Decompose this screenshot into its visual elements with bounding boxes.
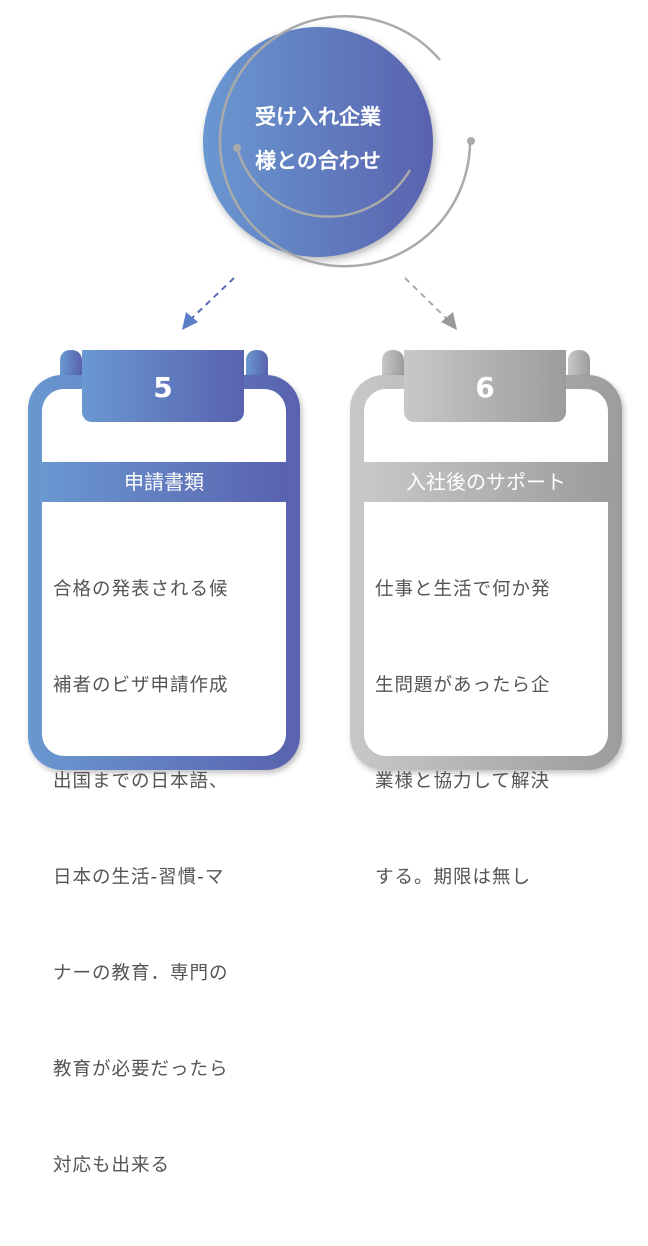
body-line: 出国までの日本語、 (53, 771, 229, 792)
arc-end-dot (233, 144, 241, 152)
arc-end-dot (467, 137, 475, 145)
card-title: 入社後のサポート (362, 462, 610, 502)
step-number: 6 (404, 350, 566, 422)
step-number: 5 (82, 350, 244, 422)
card-frame (28, 375, 300, 770)
body-line: 生問題があったら企 (375, 675, 551, 696)
arrow-left-line (191, 277, 235, 319)
body-line: する。期限は無し (375, 867, 532, 888)
card-body: 仕事と生活で何か発 生問題があったら企 業様と協力して解決 する。期限は無し (375, 510, 551, 958)
arrow-left-head-icon (182, 312, 198, 330)
body-line: 補者のビザ申請作成 (53, 675, 229, 696)
body-line: 対応も出来る (53, 1155, 171, 1176)
body-line: 業様と協力して解決 (375, 771, 550, 792)
body-line: ナーの教育．専門の (53, 963, 229, 984)
center-title-line2: 様との合わせ (255, 149, 381, 173)
center-title-line1: 受け入れ企業 (255, 105, 381, 129)
center-graphic (182, 15, 475, 330)
arrow-right-head-icon (441, 312, 457, 330)
body-line: 日本の生活-習慣-マ (53, 867, 225, 888)
body-line: 教育が必要だったら (53, 1059, 229, 1080)
card-frame (350, 375, 622, 770)
center-title: 受け入れ企業 様との合わせ (203, 95, 433, 183)
center-circle (203, 27, 433, 257)
card-body: 合格の発表される候 補者のビザ申請作成 出国までの日本語、 日本の生活-習慣-マ… (53, 510, 229, 1246)
outer-ring-arc (218, 15, 472, 268)
inner-arc (235, 147, 412, 218)
body-line: 仕事と生活で何か発 (375, 579, 551, 600)
arrow-right-line (404, 277, 447, 319)
card-title: 申請書類 (40, 462, 288, 502)
body-line: 合格の発表される候 (53, 579, 229, 600)
